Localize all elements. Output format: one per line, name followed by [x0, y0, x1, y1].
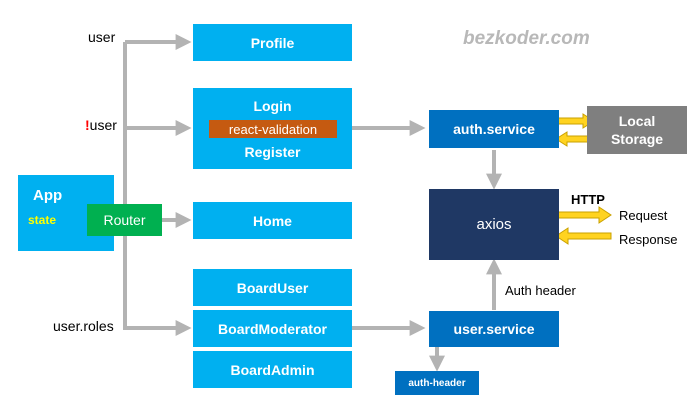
board-moderator-box: BoardModerator — [193, 310, 352, 347]
route-label-user: user — [88, 29, 116, 45]
route-label-not-user: !user — [85, 117, 117, 133]
home-box: Home — [193, 202, 352, 239]
http-arrows — [555, 206, 612, 245]
user-service-box: user.service — [429, 311, 559, 347]
request-arrow — [555, 206, 612, 224]
register-label: Register — [244, 144, 301, 160]
profile-box: Profile — [193, 24, 352, 61]
state-label: state — [28, 213, 57, 227]
auth-header-box: auth-header — [395, 371, 479, 395]
local-storage-box: Local Storage — [587, 106, 687, 154]
response-arrow — [555, 227, 612, 245]
request-label: Request — [619, 208, 668, 223]
http-label: HTTP — [571, 192, 605, 207]
route-label-user-roles: user.roles — [53, 318, 114, 334]
router-box: Router — [87, 204, 162, 236]
watermark: bezkoder.com — [463, 28, 590, 49]
local-storage-line1: Local — [618, 113, 656, 129]
response-label: Response — [619, 232, 678, 247]
react-validation-box: react-validation — [209, 120, 337, 138]
auth-service-box: auth.service — [429, 110, 559, 148]
login-label: Login — [253, 98, 292, 114]
not-user-text: user — [89, 117, 117, 133]
not-mark: ! — [85, 117, 90, 133]
axios-box: axios — [429, 189, 559, 260]
local-storage-line2: Storage — [610, 131, 664, 147]
auth-header-label: Auth header — [505, 283, 576, 298]
board-user-box: BoardUser — [193, 269, 352, 306]
board-admin-box: BoardAdmin — [193, 351, 352, 388]
app-title: App — [33, 187, 63, 204]
